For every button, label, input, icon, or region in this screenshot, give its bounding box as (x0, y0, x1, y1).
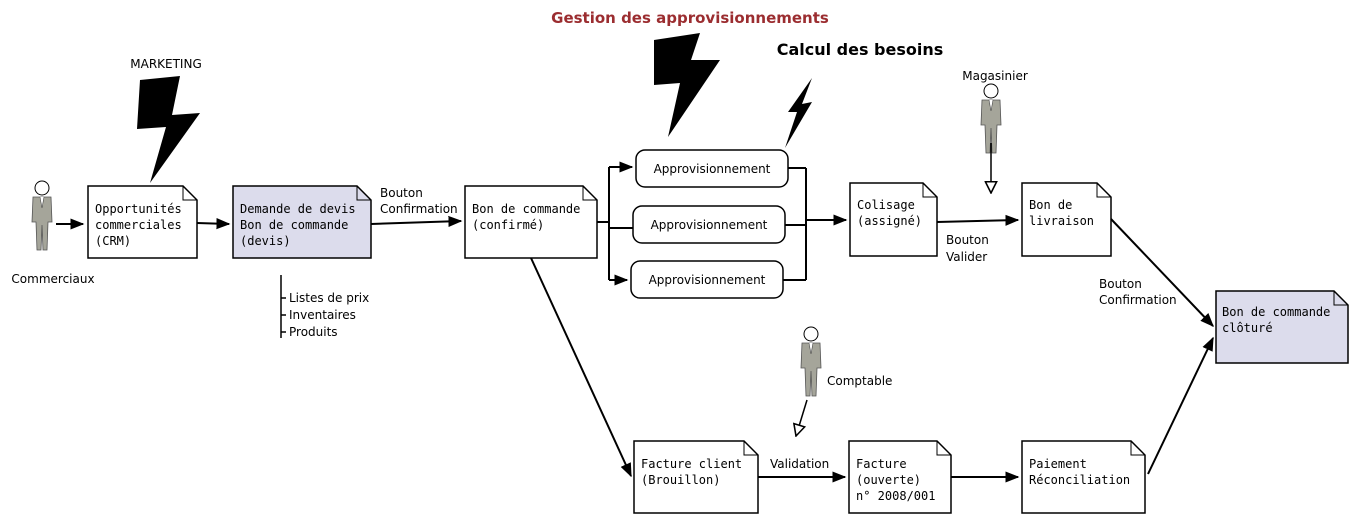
appro-box-3[interactable]: Approvisionnement (630, 260, 784, 299)
bon-commande-document[interactable]: Bon de commande (confirmé) (464, 185, 598, 259)
bouton-confirmation-2-line-2: Confirmation (1099, 293, 1177, 307)
bouton-confirmation-1-line-1: Bouton (380, 186, 423, 200)
crm-line-2: commerciales (95, 218, 182, 232)
facture-client-line-2: (Brouillon) (641, 473, 720, 487)
livraison-line-2: livraison (1029, 214, 1094, 228)
calcul-besoins-title: Calcul des besoins (777, 40, 944, 59)
appro-label-1: Approvisionnement (654, 162, 771, 176)
facture-line-2: (ouverte) (856, 473, 921, 487)
calcul-lightning-bolt-icon (785, 78, 812, 148)
paiement-line-2: Réconciliation (1029, 473, 1130, 487)
diagram-title: Gestion des approvisionnements (551, 9, 829, 27)
colisage-line-2: (assigné) (857, 214, 922, 228)
livraison-document[interactable]: Bon de livraison (1021, 182, 1112, 257)
commerciaux-person-icon (31, 180, 53, 251)
bouton-valider-line-1: Bouton (946, 233, 989, 247)
facture-ouverte-document[interactable]: Facture (ouverte) n° 2008/001 (848, 440, 952, 514)
crm-document[interactable]: Opportunités commerciales (CRM) (87, 185, 198, 259)
commerciaux-label: Commerciaux (11, 272, 94, 286)
validation-label: Validation (770, 457, 829, 471)
connectors (56, 161, 1214, 483)
bouton-confirmation-2-line-1: Bouton (1099, 277, 1142, 291)
list-item: Listes de prix (289, 291, 369, 305)
crm-line-3: (CRM) (95, 234, 131, 248)
crm-line-1: Opportunités (95, 202, 182, 216)
bouton-confirmation-1-line-2: Confirmation (380, 202, 458, 216)
devis-line-1: Demande de devis (240, 202, 356, 216)
devis-inputs-list: Listes de prix Inventaires Produits (280, 275, 369, 339)
bc-line-2: (confirmé) (472, 218, 544, 232)
paiement-line-1: Paiement (1029, 457, 1087, 471)
devis-line-3: (devis) (240, 234, 291, 248)
list-item: Produits (289, 325, 338, 339)
colisage-line-1: Colisage (857, 198, 915, 212)
marketing-lightning-bolt-icon (137, 76, 200, 183)
colisage-document[interactable]: Colisage (assigné) (849, 182, 938, 257)
appro-lightning-bolt-icon (654, 33, 720, 137)
devis-line-2: Bon de commande (240, 218, 348, 232)
comptable-person-icon (800, 326, 822, 397)
cloture-document[interactable]: Bon de commande clôturé (1215, 290, 1349, 364)
facture-line-1: Facture (856, 457, 907, 471)
devis-document[interactable]: Demande de devis Bon de commande (devis) (232, 185, 372, 259)
bc-line-1: Bon de commande (472, 202, 580, 216)
bouton-valider-line-2: Valider (946, 250, 987, 264)
comptable-label: Comptable (827, 374, 892, 388)
cloture-line-1: Bon de commande (1222, 305, 1330, 319)
facture-line-3: n° 2008/001 (856, 489, 935, 503)
magasinier-label: Magasinier (962, 69, 1028, 83)
magasinier-person-icon (980, 83, 1002, 154)
list-item: Inventaires (289, 308, 356, 322)
appro-box-2[interactable]: Approvisionnement (632, 205, 786, 244)
marketing-label: MARKETING (130, 57, 202, 71)
livraison-line-1: Bon de (1029, 198, 1072, 212)
facture-client-document[interactable]: Facture client (Brouillon) (633, 440, 759, 514)
cloture-line-2: clôturé (1222, 321, 1273, 335)
appro-label-3: Approvisionnement (649, 273, 766, 287)
facture-client-line-1: Facture client (641, 457, 742, 471)
comptable-arrow (796, 399, 808, 436)
appro-label-2: Approvisionnement (651, 218, 768, 232)
appro-box-1[interactable]: Approvisionnement (635, 149, 789, 188)
paiement-document[interactable]: Paiement Réconciliation (1021, 440, 1146, 514)
